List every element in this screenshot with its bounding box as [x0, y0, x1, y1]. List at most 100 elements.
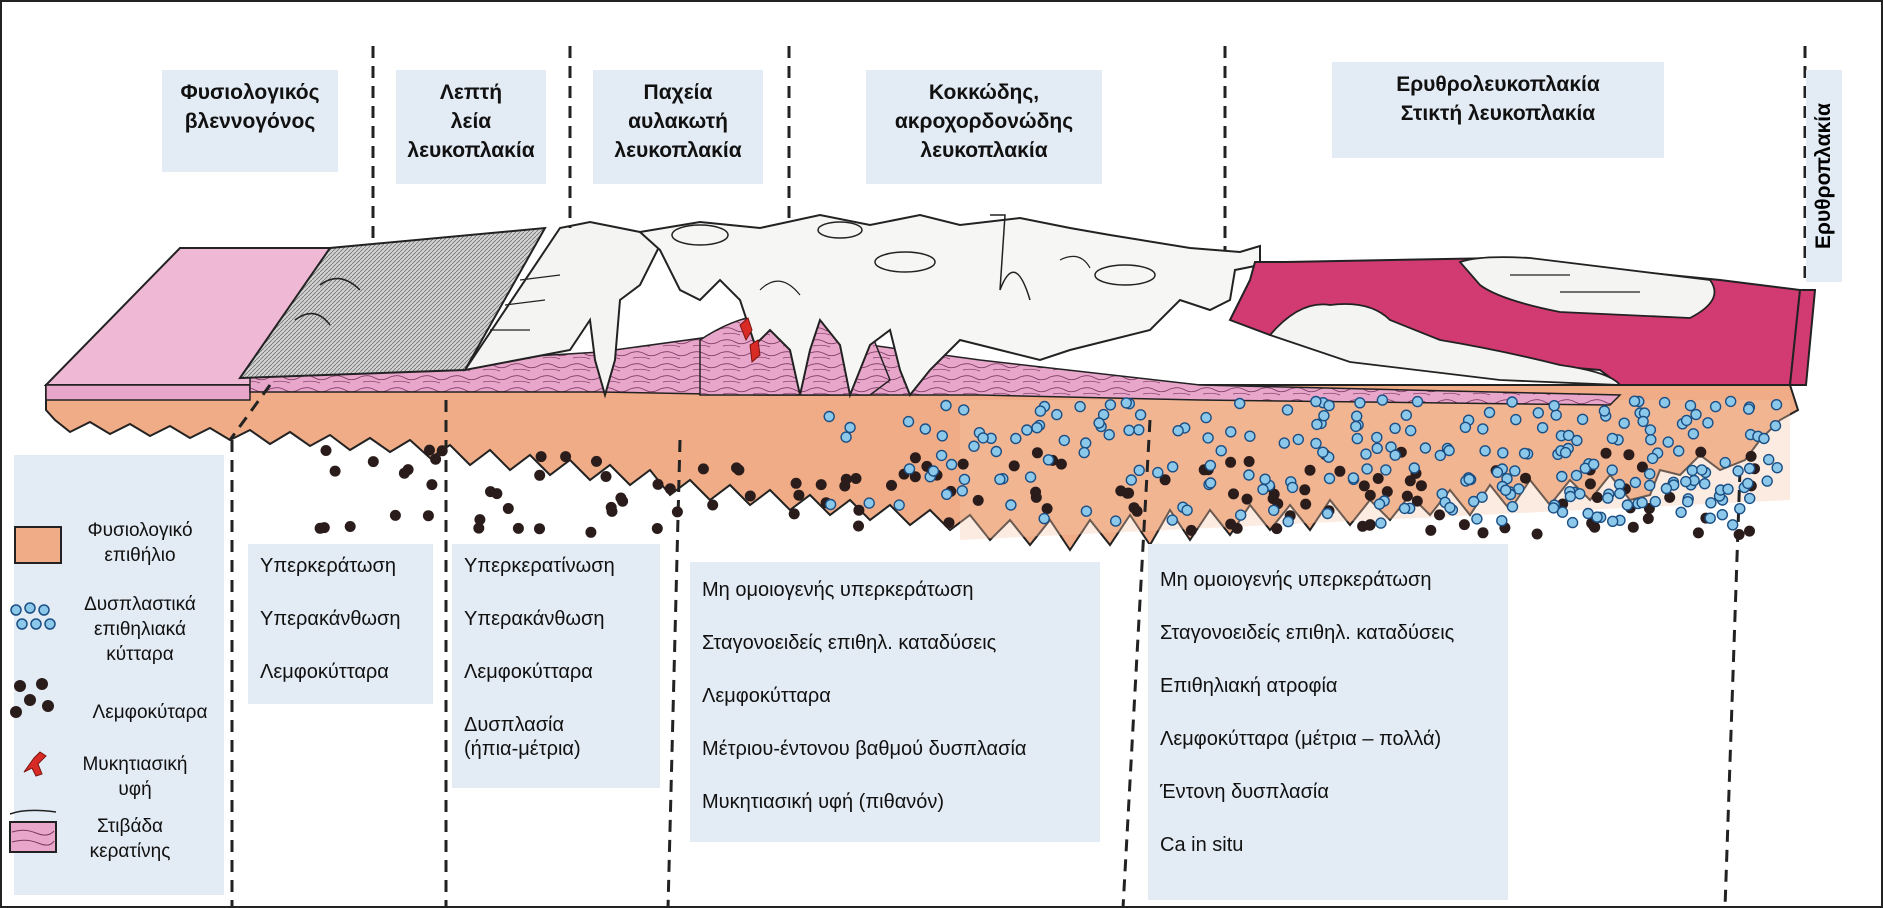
dysplastic-cell-dot: [1006, 500, 1016, 510]
dysplastic-cell-dot: [1557, 472, 1567, 482]
list-erythro-item: Έντονη δυσπλασία: [1160, 780, 1496, 804]
dysplastic-cell-dot: [1283, 517, 1293, 527]
lymphocyte-dot: [591, 456, 602, 467]
dysplastic-cell-dot: [1615, 489, 1625, 499]
list-thin-item: Υπερκεράτωση: [260, 554, 421, 578]
dysplastic-cell-dot: [1676, 507, 1686, 517]
dysplastic-cell-dot: [1603, 493, 1613, 503]
dysplastic-cell-dot: [1260, 474, 1270, 484]
dysplastic-cell-dot: [1743, 478, 1753, 488]
dysplastic-cell-dot: [1269, 505, 1279, 515]
dysplastic-cell-dot: [1352, 411, 1362, 421]
dysplastic-cell-dot: [1134, 425, 1144, 435]
legend-keratin-label: Στιβάδα κερατίνης: [70, 814, 190, 864]
lymphocyte-dot: [503, 503, 514, 514]
lymphocyte-dot: [1520, 473, 1531, 484]
dysplastic-cell-dot: [1478, 424, 1488, 434]
header-erythro-line1: Ερυθρολευκοπλακία: [1332, 70, 1664, 99]
list-thick-item: Υπερακάνθωση: [464, 607, 648, 631]
dysplastic-cell-dot: [1348, 473, 1358, 483]
lymphocyte-dot: [1628, 522, 1639, 533]
dysplastic-cell-dot: [1772, 400, 1782, 410]
list-thin-item: Υπερακάνθωση: [260, 607, 421, 631]
dysplastic-cell-dot: [1413, 397, 1423, 407]
lymphocyte-dot: [403, 464, 414, 475]
lymphocyte-dot: [789, 508, 800, 519]
dysplastic-cell-dot: [1661, 484, 1671, 494]
legend-epithelium-label: Φυσιολογικό επιθήλιο: [70, 518, 210, 568]
legend-hyphae-swatch: [18, 748, 54, 784]
legend-lymphocyte-label: Λεμφοκύταρα: [70, 700, 230, 725]
dysplastic-cell-dot: [1687, 465, 1697, 475]
legend-epithelium-line2: επιθήλιο: [70, 543, 210, 568]
dysplastic-cell-dot: [941, 401, 951, 411]
dysplastic-cell-dot: [1508, 502, 1518, 512]
dysplastic-cell-dot: [959, 405, 969, 415]
dysplastic-cell-dot: [991, 447, 1001, 457]
dysplastic-cell-dot: [1578, 414, 1588, 424]
lymphocyte-dot: [652, 523, 663, 534]
dysplastic-cell-dot: [920, 424, 930, 434]
dysplastic-cell-dot: [1564, 430, 1574, 440]
list-erythro-item: Επιθηλιακή ατροφία: [1160, 674, 1496, 698]
dysplastic-cell-dot: [1079, 448, 1089, 458]
dysplastic-cell-dot: [1044, 455, 1054, 465]
dysplastic-cell-dot: [1244, 470, 1254, 480]
dysplastic-cell-dot: [1400, 503, 1410, 513]
dysplastic-cell-dot: [1726, 396, 1736, 406]
lymphocyte-dot: [426, 479, 437, 490]
legend-keratin-swatch: [6, 804, 60, 858]
list-granular-item: Σταγονοειδείς επιθηλ. καταδύσεις: [702, 631, 1088, 655]
dysplastic-cell-dot: [864, 498, 874, 508]
lymphocyte-dot: [1299, 484, 1310, 495]
header-normal-mucosa-line2: βλεννογόνος: [162, 107, 338, 136]
dysplastic-cell-dot: [1607, 433, 1617, 443]
dysplastic-cell-dot: [1022, 425, 1032, 435]
dysplastic-cell-dot: [947, 460, 957, 470]
legend-dysplastic-line3: κύτταρα: [70, 642, 210, 667]
lymphocyte-dot: [853, 521, 864, 532]
dysplastic-cell-dot: [1683, 497, 1693, 507]
header-thin-leukoplakia: Λεπτή λεία λευκοπλακία: [396, 70, 546, 184]
dysplastic-cell-dot: [1039, 514, 1049, 524]
lymphocyte-dot: [473, 523, 484, 534]
dysplastic-cell-dot: [1032, 423, 1042, 433]
lymphocyte-dot: [345, 521, 356, 532]
lymphocyte-dot: [698, 463, 709, 474]
list-granular-item: Μέτριου-έντονου βαθμού δυσπλασία: [702, 737, 1088, 761]
lymphocyte-dot: [1695, 447, 1706, 458]
lymphocyte-dot: [1305, 465, 1316, 476]
lymphocyte-dot: [534, 523, 545, 534]
header-granular-line1: Κοκκώδης,: [866, 78, 1102, 107]
dysplastic-cell-dot: [1630, 478, 1640, 488]
header-normal-mucosa-line1: Φυσιολογικός: [162, 78, 338, 107]
dysplastic-cell-dot: [1686, 401, 1696, 411]
dysplastic-cell-dot: [969, 441, 979, 451]
lymphocyte-dot: [601, 471, 612, 482]
list-thick-leukoplakia: Υπερκερατίνωση Υπερακάνθωση Λεμφοκύτταρα…: [452, 544, 660, 788]
lymphocyte-dot: [944, 517, 955, 528]
dysplastic-cell-dot: [1203, 433, 1213, 443]
header-thin-line1: Λεπτή: [396, 78, 546, 107]
dysplastic-cell-dot: [1075, 402, 1085, 412]
dysplastic-cell-dot: [960, 474, 970, 484]
dysplastic-cell-dot: [1293, 434, 1303, 444]
dysplastic-cell-dot: [1507, 397, 1517, 407]
dysplastic-cell-dot: [1311, 397, 1321, 407]
lymphocyte-dot: [745, 491, 756, 502]
dysplastic-cell-dot: [1390, 423, 1400, 433]
header-erythroplakia: Ερυθροπλακία: [1806, 70, 1842, 282]
dysplastic-cell-dot: [995, 474, 1005, 484]
list-thick-item: Υπερκερατίνωση: [464, 554, 648, 578]
dysplastic-cell-dot: [1216, 446, 1226, 456]
lymphocyte-dot: [1373, 473, 1384, 484]
dysplastic-cell-dot: [824, 412, 834, 422]
dysplastic-cell-dot: [1167, 515, 1177, 525]
dysplastic-cell-dot: [1663, 437, 1673, 447]
dysplastic-cell-dot: [1622, 500, 1632, 510]
dysplastic-cell-dot: [1318, 447, 1328, 457]
dysplastic-cell-dot: [1279, 438, 1289, 448]
list-granular-item: Μη ομοιογενής υπερκεράτωση: [702, 578, 1088, 602]
dysplastic-cell-dot: [1235, 399, 1245, 409]
list-granular-item: Μυκητιασική υφή (πιθανόν): [702, 790, 1088, 814]
